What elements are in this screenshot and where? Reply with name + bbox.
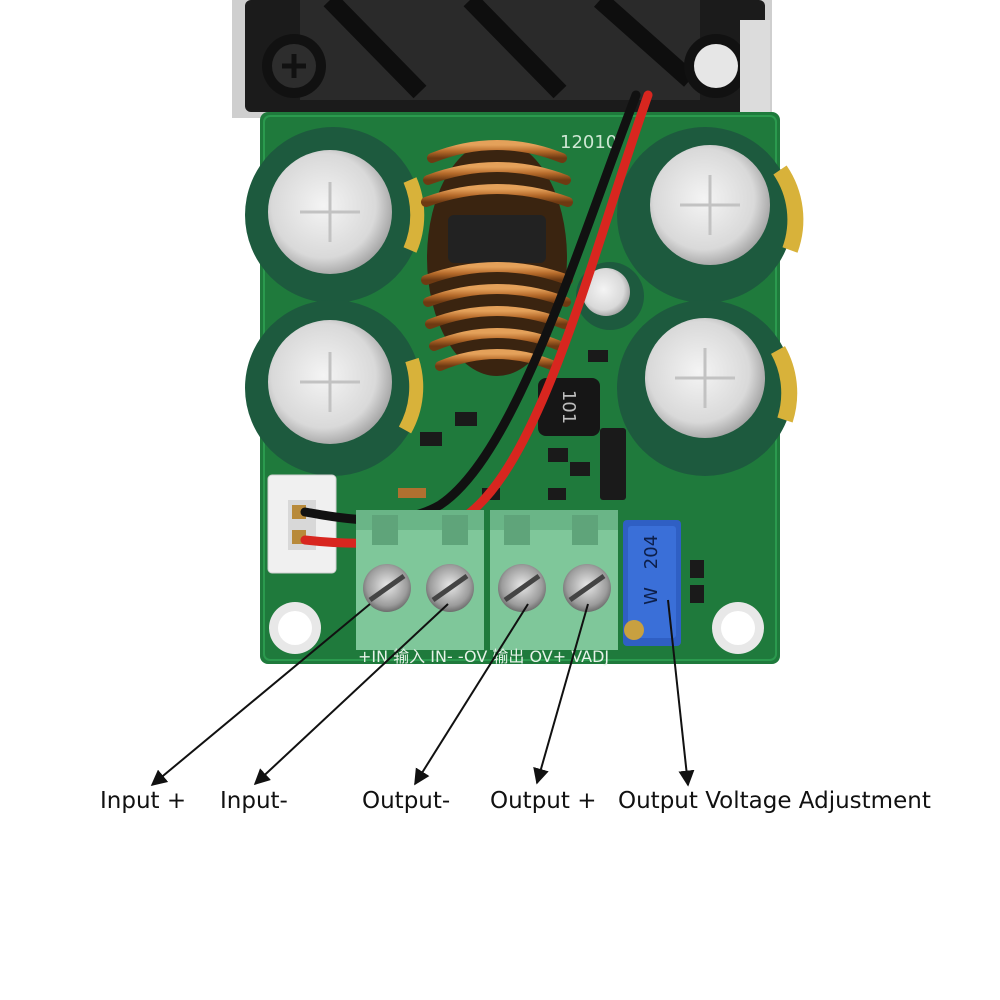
capacitor-bottom-left xyxy=(245,300,424,476)
inductor-code-label: 101 xyxy=(558,390,579,424)
label-input-minus: Input- xyxy=(220,788,288,814)
input-terminal-block xyxy=(356,510,484,650)
output-terminal-block xyxy=(490,510,618,650)
pcb-model-label: 12010 xyxy=(560,132,617,153)
callout-arrows xyxy=(150,599,695,787)
toroidal-inductor xyxy=(421,140,573,376)
label-input-plus: Input + xyxy=(100,788,187,814)
pot-mark-label: W xyxy=(641,587,662,605)
capacitor-top-right xyxy=(617,127,804,303)
capacitor-bottom-right xyxy=(617,300,798,476)
pot-code-label: 204 xyxy=(641,535,662,569)
cooling-fan xyxy=(232,0,772,118)
label-output-voltage-adjustment: Output Voltage Adjustment xyxy=(618,788,931,814)
terminal-silkscreen: +IN 输入 IN- -OV 输出 OV+ VADJ xyxy=(358,647,609,666)
voltage-potentiometer: 204 W xyxy=(623,520,681,646)
arrow-input-minus xyxy=(253,603,449,786)
arrow-input-plus xyxy=(150,603,371,787)
arrow-output-plus xyxy=(533,603,589,785)
capacitor-top-left xyxy=(245,127,425,303)
smd-inductor: 101 xyxy=(538,378,600,436)
label-output-plus: Output + xyxy=(490,788,597,814)
label-output-minus: Output- xyxy=(362,788,451,814)
arrow-output-minus xyxy=(414,603,529,786)
arrow-vadj xyxy=(667,599,695,787)
capacitor-small xyxy=(576,262,644,330)
fan-connector xyxy=(267,474,337,574)
